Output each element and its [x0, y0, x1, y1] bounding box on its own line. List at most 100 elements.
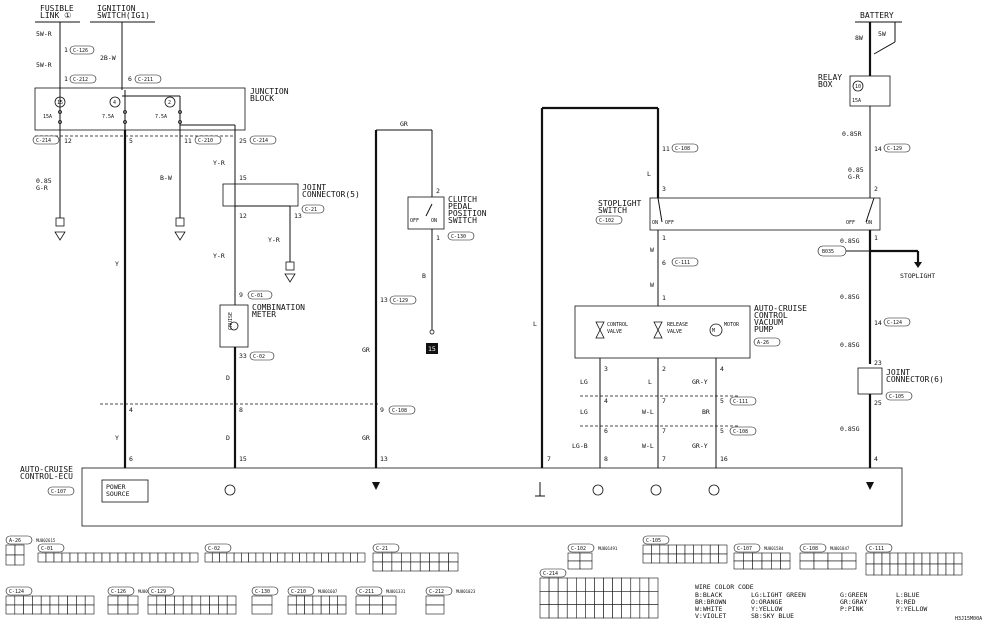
svg-text:1: 1 — [874, 234, 878, 242]
svg-text:GR: GR — [362, 434, 370, 442]
svg-text:D: D — [226, 434, 230, 442]
svg-text:6: 6 — [129, 455, 133, 463]
svg-text:STOPLIGHT: STOPLIGHT — [900, 272, 935, 280]
svg-text:GR-Y: GR-Y — [692, 442, 708, 450]
svg-text:8W: 8W — [855, 34, 863, 42]
connector-face-label: C-21 — [376, 546, 388, 552]
svg-text:GR: GR — [362, 346, 370, 354]
svg-text:ON: ON — [431, 218, 437, 224]
svg-text:0.85G-R: 0.85G-R — [848, 166, 864, 181]
svg-text:C-211: C-211 — [138, 77, 153, 83]
part-number: MU801023 — [456, 589, 476, 594]
connector-face-label: C-124 — [9, 589, 24, 595]
svg-text:25: 25 — [239, 137, 247, 145]
svg-text:1: 1 — [662, 294, 666, 302]
svg-text:5W-R: 5W-R — [36, 30, 52, 38]
svg-text:C-124: C-124 — [887, 320, 902, 326]
svg-text:C-126: C-126 — [73, 48, 88, 54]
svg-text:GR-Y: GR-Y — [692, 378, 708, 386]
svg-text:A-26: A-26 — [757, 340, 769, 346]
svg-text:B-W: B-W — [160, 174, 172, 182]
svg-text:M: M — [712, 328, 715, 334]
battery-label: BATTERY — [860, 11, 894, 20]
svg-text:W-L: W-L — [642, 442, 654, 450]
svg-text:OFF: OFF — [846, 220, 855, 226]
svg-text:16: 16 — [720, 455, 728, 463]
connector-face-label: C-210 — [291, 589, 306, 595]
svg-text:5: 5 — [129, 137, 133, 145]
svg-text:C-111: C-111 — [733, 399, 748, 405]
svg-text:0.85G: 0.85G — [840, 237, 860, 245]
svg-text:C-212: C-212 — [73, 77, 88, 83]
svg-text:9: 9 — [380, 406, 384, 414]
svg-text:LG: LG — [580, 378, 588, 386]
svg-text:C-02: C-02 — [253, 354, 265, 360]
svg-text:Y: Y — [115, 260, 119, 268]
svg-text:0.85G: 0.85G — [840, 293, 860, 301]
svg-text:23: 23 — [874, 359, 882, 367]
svg-text:0.85G: 0.85G — [840, 341, 860, 349]
svg-text:C-108: C-108 — [733, 429, 748, 435]
svg-text:Y-R: Y-R — [213, 159, 225, 167]
svg-text:BR: BR — [702, 408, 710, 416]
svg-text:C-107: C-107 — [51, 489, 66, 495]
svg-text:C-102: C-102 — [599, 218, 614, 224]
svg-text:4: 4 — [129, 406, 133, 414]
svg-text:0.85G-R: 0.85G-R — [36, 177, 52, 192]
svg-text:ON: ON — [866, 220, 872, 226]
svg-text:8: 8 — [239, 406, 243, 414]
svg-text:15: 15 — [239, 455, 247, 463]
svg-text:7: 7 — [662, 397, 666, 405]
svg-text:C-214: C-214 — [36, 138, 51, 144]
connector-face: C-01 — [37, 543, 199, 563]
svg-text:14: 14 — [874, 319, 882, 327]
svg-text:4: 4 — [604, 397, 608, 405]
connector-face-label: C-111 — [869, 546, 884, 552]
svg-text:4: 4 — [113, 100, 116, 106]
connector-face: C-02 — [204, 543, 366, 563]
svg-text:11: 11 — [184, 137, 192, 145]
connector-face: C-111 — [865, 543, 963, 576]
svg-text:LG-B: LG-B — [572, 442, 588, 450]
part-number: MU801491 — [598, 546, 618, 551]
part-number: MU801847 — [830, 546, 850, 551]
svg-text:6: 6 — [662, 259, 666, 267]
connector-face-label: C-102 — [571, 546, 586, 552]
svg-text:C-111: C-111 — [675, 260, 690, 266]
connector-face-label: C-126 — [111, 589, 126, 595]
svg-text:Y: Y — [115, 434, 119, 442]
connector-face: C-214 — [539, 568, 659, 619]
svg-text:C-129: C-129 — [393, 298, 408, 304]
svg-text:7: 7 — [547, 455, 551, 463]
svg-text:OFF: OFF — [665, 220, 674, 226]
svg-text:1: 1 — [64, 75, 68, 83]
part-number: MU802615 — [36, 538, 56, 543]
connector-face: C-130 — [251, 586, 279, 615]
svg-text:25: 25 — [874, 399, 882, 407]
connector-face-label: A-26 — [9, 538, 21, 544]
connector-face: A-26 MU802615 — [5, 535, 56, 566]
svg-text:2: 2 — [662, 365, 666, 373]
svg-text:L: L — [647, 170, 651, 178]
svg-text:L: L — [533, 320, 537, 328]
svg-text:2B-W: 2B-W — [100, 54, 116, 62]
